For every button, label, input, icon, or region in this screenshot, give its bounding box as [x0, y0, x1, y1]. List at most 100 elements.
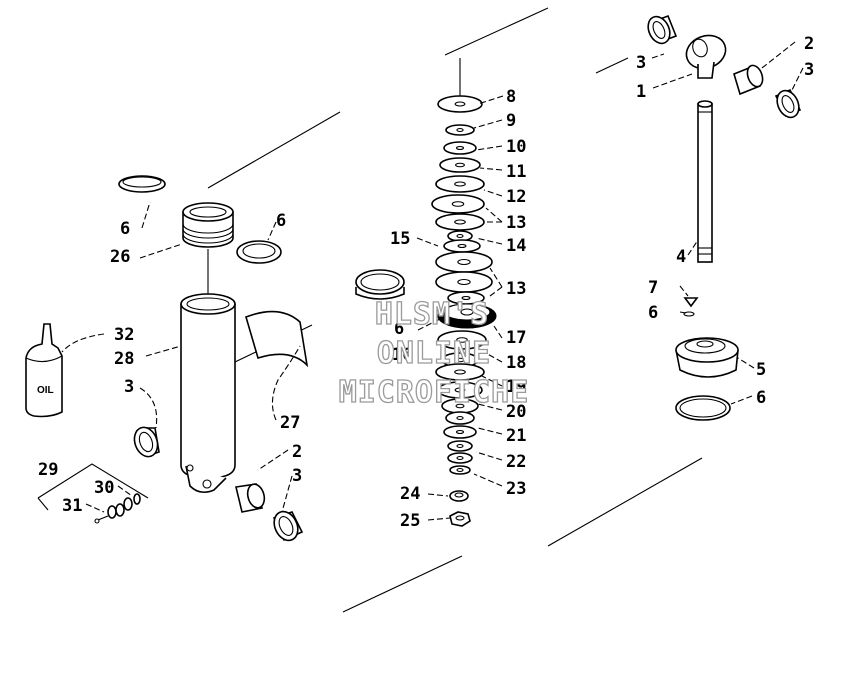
watermark: HLSM'S ONLINE MICROFICHE: [338, 296, 530, 410]
oil-bottle-part: [25, 323, 63, 418]
callout-labels: 3 1 2 3 4 7 6 5 6 8 9 10 11 12 13 14 15 …: [38, 34, 814, 531]
callout-6: 6: [394, 319, 404, 339]
callout-3: 3: [124, 377, 134, 397]
construction-line: [342, 555, 463, 613]
valve-shim-stack: [431, 95, 493, 475]
callout-6: 6: [276, 211, 286, 231]
callout-18: 18: [506, 353, 526, 373]
callout-30: 30: [94, 478, 114, 498]
callout-2: 2: [292, 442, 302, 462]
callout-8: 8: [506, 87, 516, 107]
shim-washer: [439, 157, 481, 173]
callout-13: 13: [506, 279, 526, 299]
shim-washer: [447, 440, 473, 452]
shim-washer: [437, 330, 487, 350]
callout-5: 5: [756, 360, 766, 380]
construction-line: [444, 7, 549, 56]
eyelet-part: [685, 34, 727, 79]
callout-10: 10: [506, 137, 526, 157]
shim-washer: [447, 291, 485, 305]
shim-washer: [435, 213, 485, 231]
screw-part: [683, 297, 699, 308]
callout-17: 17: [506, 328, 526, 348]
callout-20: 20: [506, 402, 526, 422]
reservoir-cylinder-part: [180, 293, 236, 494]
construction-line: [547, 457, 703, 547]
shim-washer: [435, 271, 493, 293]
nut-part: [449, 511, 471, 527]
shim-washer: [431, 194, 485, 214]
callout-27: 27: [280, 413, 300, 433]
washer-part: [449, 490, 469, 502]
seal-head-part: [675, 337, 739, 378]
callout-6: 6: [120, 219, 130, 239]
leader-lines: [61, 41, 804, 521]
shim-washer: [435, 251, 493, 273]
shim-washer: [443, 239, 481, 253]
callout-19: 19: [506, 377, 526, 397]
construction-line: [207, 111, 341, 189]
watermark-line-1: HLSM'S: [375, 297, 489, 332]
spacer-part: [733, 64, 764, 96]
bushing-part: [774, 88, 802, 119]
shim-washer: [443, 141, 477, 155]
shim-washer: [447, 230, 473, 242]
callout-4: 4: [676, 247, 686, 267]
callout-2: 2: [804, 34, 814, 54]
callout-16: 16: [392, 345, 412, 365]
callout-15: 15: [390, 229, 410, 249]
callout-22: 22: [506, 452, 526, 472]
bushing-part: [272, 510, 304, 542]
construction-line: [595, 57, 629, 74]
callout-23: 23: [506, 479, 526, 499]
callout-11: 11: [506, 162, 526, 182]
bushing-part: [647, 14, 678, 45]
shim-washer: [449, 465, 471, 475]
callout-14: 14: [506, 236, 526, 256]
shim-washer: [441, 398, 479, 414]
callout-1: 1: [636, 82, 646, 102]
callout-3: 3: [804, 60, 814, 80]
callout-13: 13: [506, 213, 526, 233]
callout-25: 25: [400, 511, 420, 531]
callout-28: 28: [114, 349, 134, 369]
shim-washer: [435, 363, 485, 381]
seal-ring-part: [236, 240, 282, 264]
o-ring-part: [675, 395, 731, 421]
watermark-line-2: ONLINE: [377, 336, 491, 371]
o-ring-part: [683, 311, 695, 317]
piston-shaft-part: [697, 100, 713, 263]
shim-washer: [435, 175, 485, 193]
shim-washer: [447, 452, 473, 464]
shim-washer: [445, 411, 475, 425]
callout-31: 31: [62, 496, 82, 516]
piston-part: [182, 202, 234, 248]
callout-6: 6: [756, 388, 766, 408]
shim-washer: [443, 425, 477, 439]
seal-ring-part: [118, 175, 166, 193]
spacer-part: [235, 483, 266, 513]
callout-3: 3: [636, 53, 646, 73]
shim-washer: [437, 381, 483, 399]
shim-washer: [445, 124, 475, 136]
callout-29: 29: [38, 460, 58, 480]
shim-washer: [437, 95, 483, 113]
valve-piston-part: [437, 303, 497, 329]
valve-core-part: [94, 493, 141, 524]
watermark-line-3: MICROFICHE: [339, 375, 530, 410]
callout-12: 12: [506, 187, 526, 207]
callout-32: 32: [114, 325, 134, 345]
seal-ring-part: [355, 269, 405, 300]
callout-3: 3: [292, 466, 302, 486]
valve-kit-bracket: [37, 463, 149, 511]
bushing-part: [133, 426, 160, 458]
oil-bottle-label: OIL: [37, 385, 54, 396]
callout-21: 21: [506, 426, 526, 446]
callout-9: 9: [506, 111, 516, 131]
callout-26: 26: [110, 247, 130, 267]
callout-24: 24: [400, 484, 420, 504]
callout-6: 6: [648, 303, 658, 323]
callout-7: 7: [648, 278, 658, 298]
